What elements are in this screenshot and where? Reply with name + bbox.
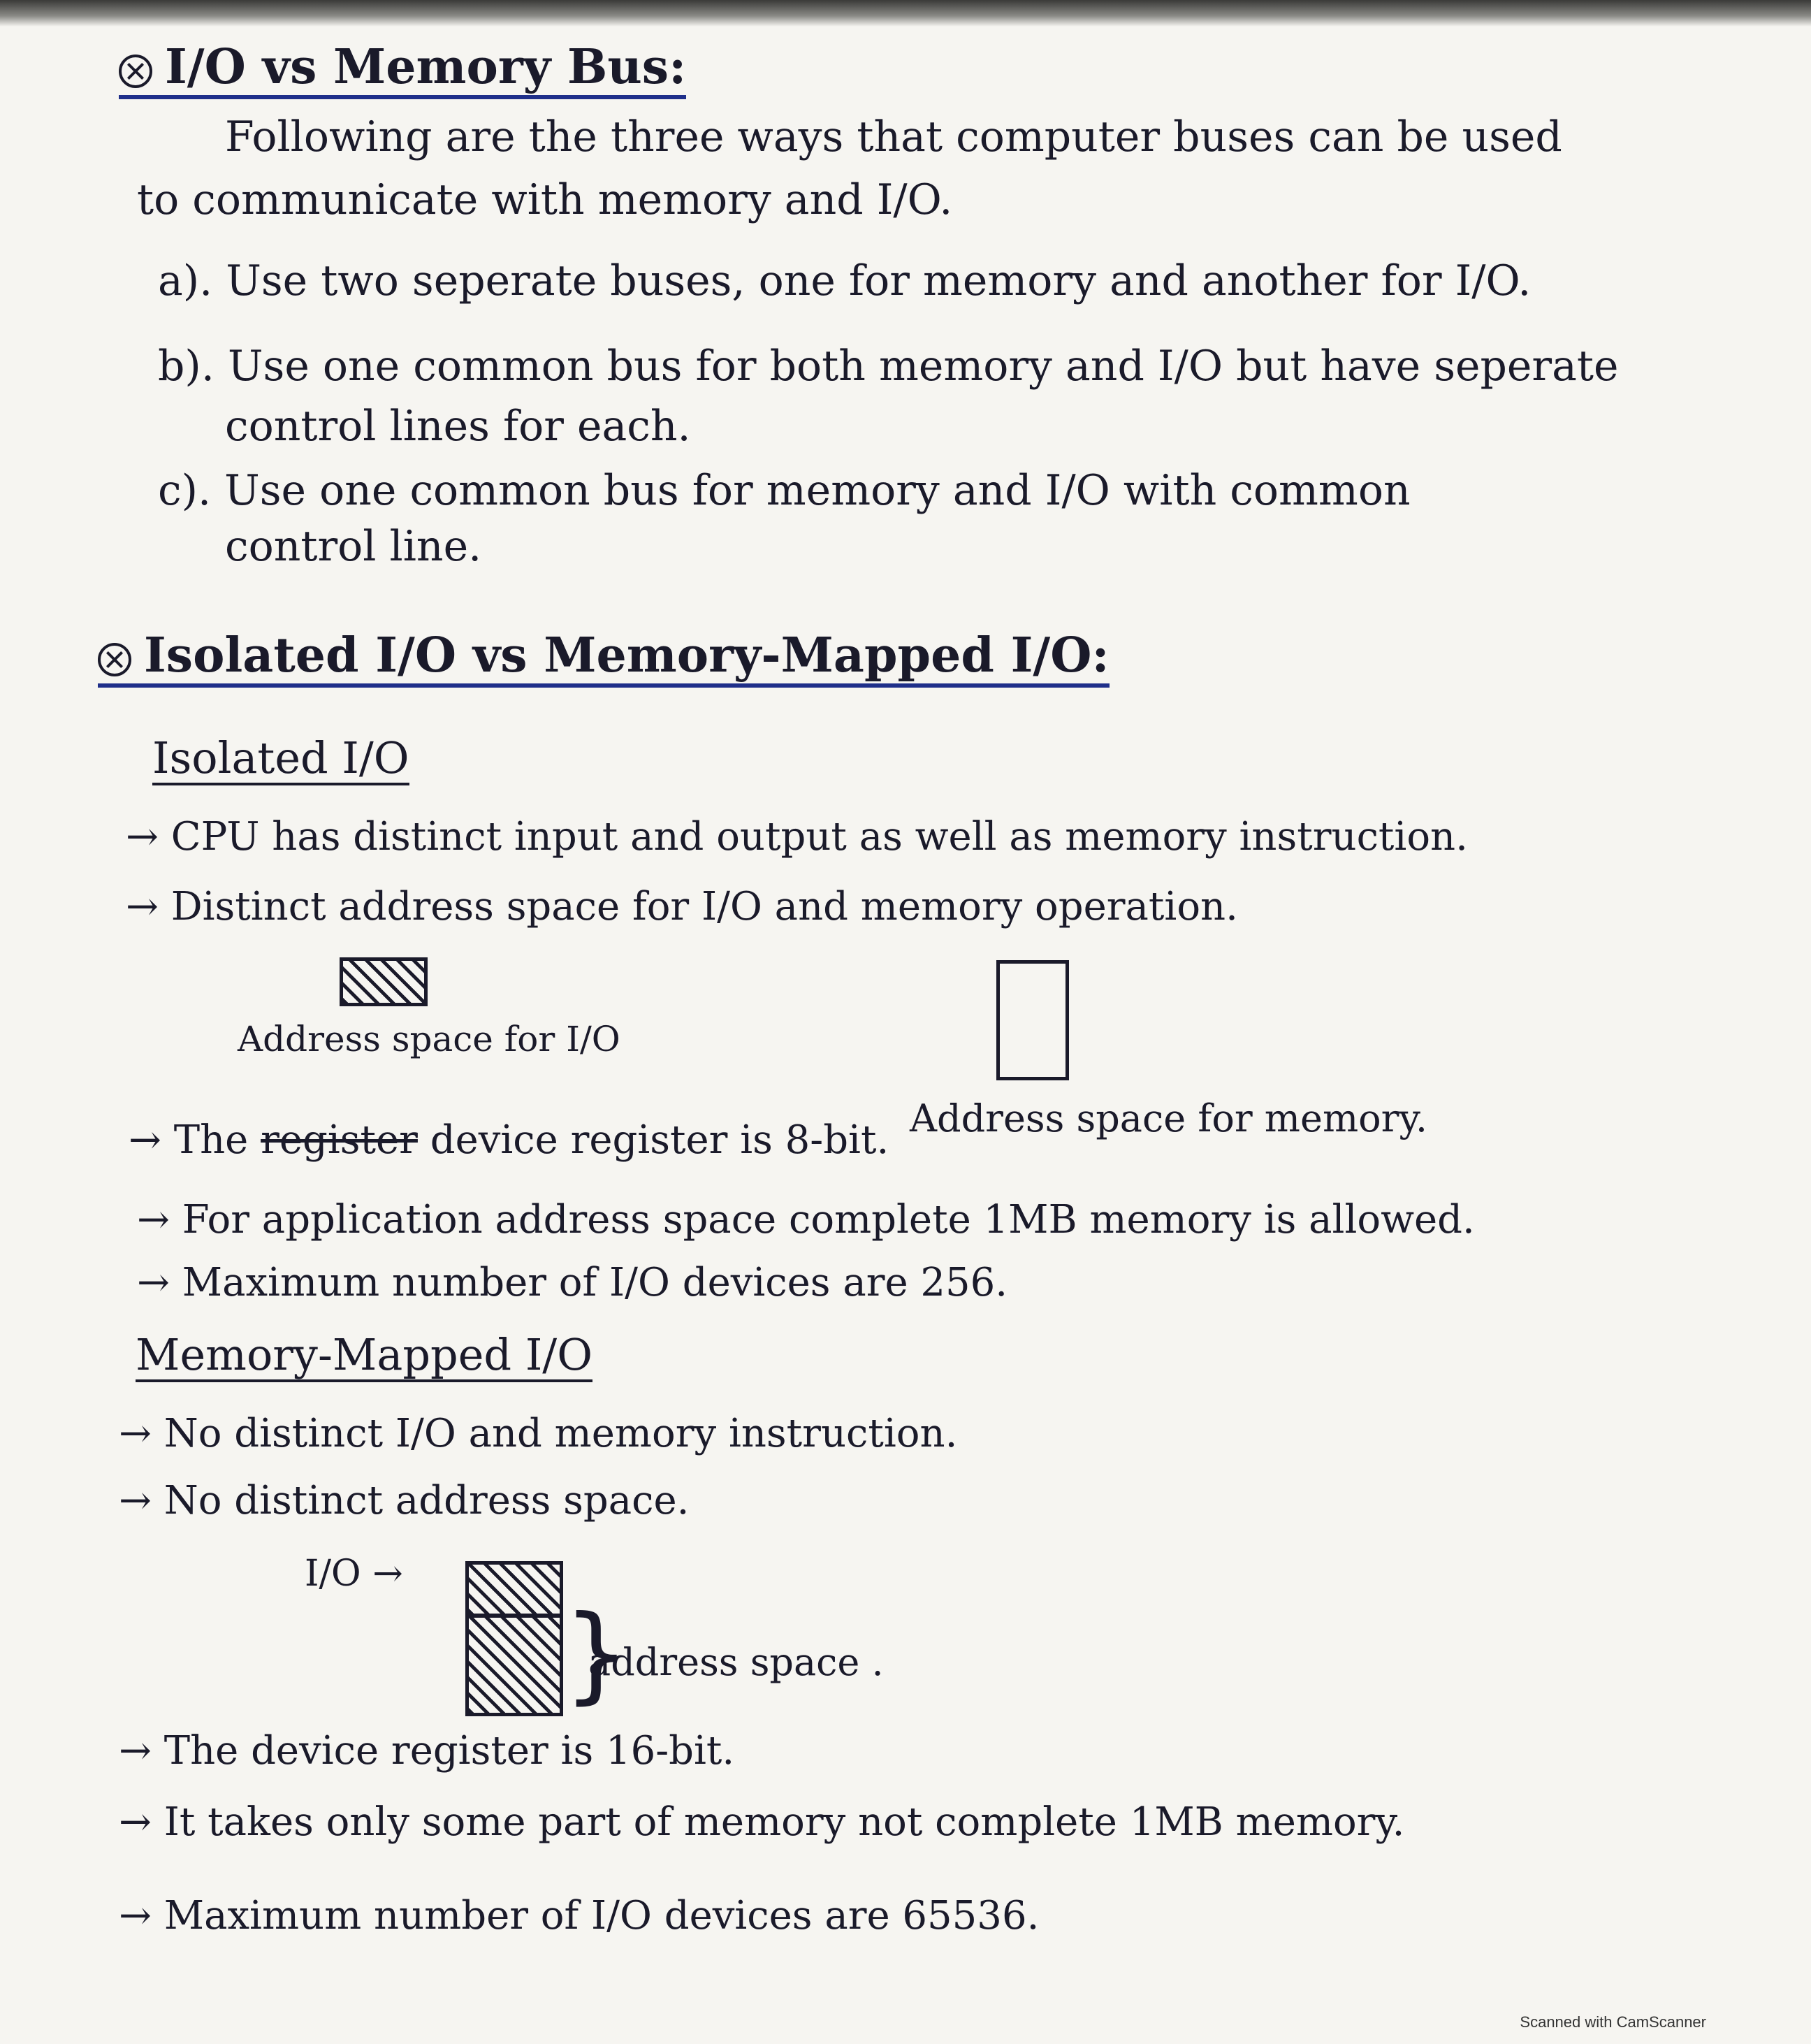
isolated-io-subheading: Isolated I/O [152, 737, 409, 785]
memory-mapped-point1: → No distinct I/O and memory instruction… [119, 1411, 958, 1456]
memory-mapped-point5: → Maximum number of I/O devices are 6553… [119, 1893, 1040, 1938]
section1-item-b-line2: control lines for each. [225, 402, 691, 451]
section2-heading: Isolated I/O vs Memory-Mapped I/O: [98, 632, 1110, 688]
isolated-point3-lead: → The [129, 1117, 249, 1163]
memory-mapped-point4: → It takes only some part of memory not … [119, 1799, 1405, 1845]
star-bullet-icon [119, 54, 152, 88]
mm-address-space-label: address space . [588, 1640, 884, 1684]
section1-intro-line1: Following are the three ways that comput… [225, 113, 1562, 161]
isolated-point5: → Maximum number of I/O devices are 256. [137, 1260, 1008, 1305]
isolated-point3: → The register device register is 8-bit. [129, 1121, 889, 1160]
section1-item-c-line1: c). Use one common bus for memory and I/… [158, 466, 1411, 515]
section1-item-c-line2: control line. [225, 522, 482, 571]
io-address-space-label: Address space for I/O [238, 1019, 620, 1059]
io-address-space-block [340, 957, 428, 1006]
mm-io-label: I/O → [305, 1553, 403, 1595]
scan-top-edge [0, 0, 1811, 27]
memory-address-space-label: Address space for memory. [910, 1096, 1427, 1140]
memory-mapped-point3: → The device register is 16-bit. [119, 1728, 735, 1774]
isolated-point4: → For application address space complete… [137, 1197, 1475, 1242]
section1-item-a: a). Use two seperate buses, one for memo… [158, 256, 1532, 305]
section1-heading: I/O vs Memory Bus: [119, 43, 687, 99]
memory-address-space-block [996, 960, 1069, 1080]
memory-mapped-point2: → No distinct address space. [119, 1478, 690, 1523]
mm-io-block [465, 1561, 563, 1617]
isolated-point3-text: device register is 8-bit. [430, 1117, 889, 1163]
struck-word: register [261, 1117, 418, 1163]
star-bullet-icon [98, 642, 131, 676]
isolated-point1: → CPU has distinct input and output as w… [126, 814, 1468, 860]
section1-intro-line2: to communicate with memory and I/O. [137, 175, 953, 224]
memory-mapped-subheading: Memory-Mapped I/O [136, 1333, 593, 1382]
brace-symbol: } [563, 1593, 630, 1715]
scanner-watermark: Scanned with CamScanner [1520, 2013, 1706, 2031]
isolated-point2: → Distinct address space for I/O and mem… [126, 884, 1238, 929]
mm-memory-block [465, 1614, 563, 1716]
section1-item-b-line1: b). Use one common bus for both memory a… [158, 342, 1619, 391]
